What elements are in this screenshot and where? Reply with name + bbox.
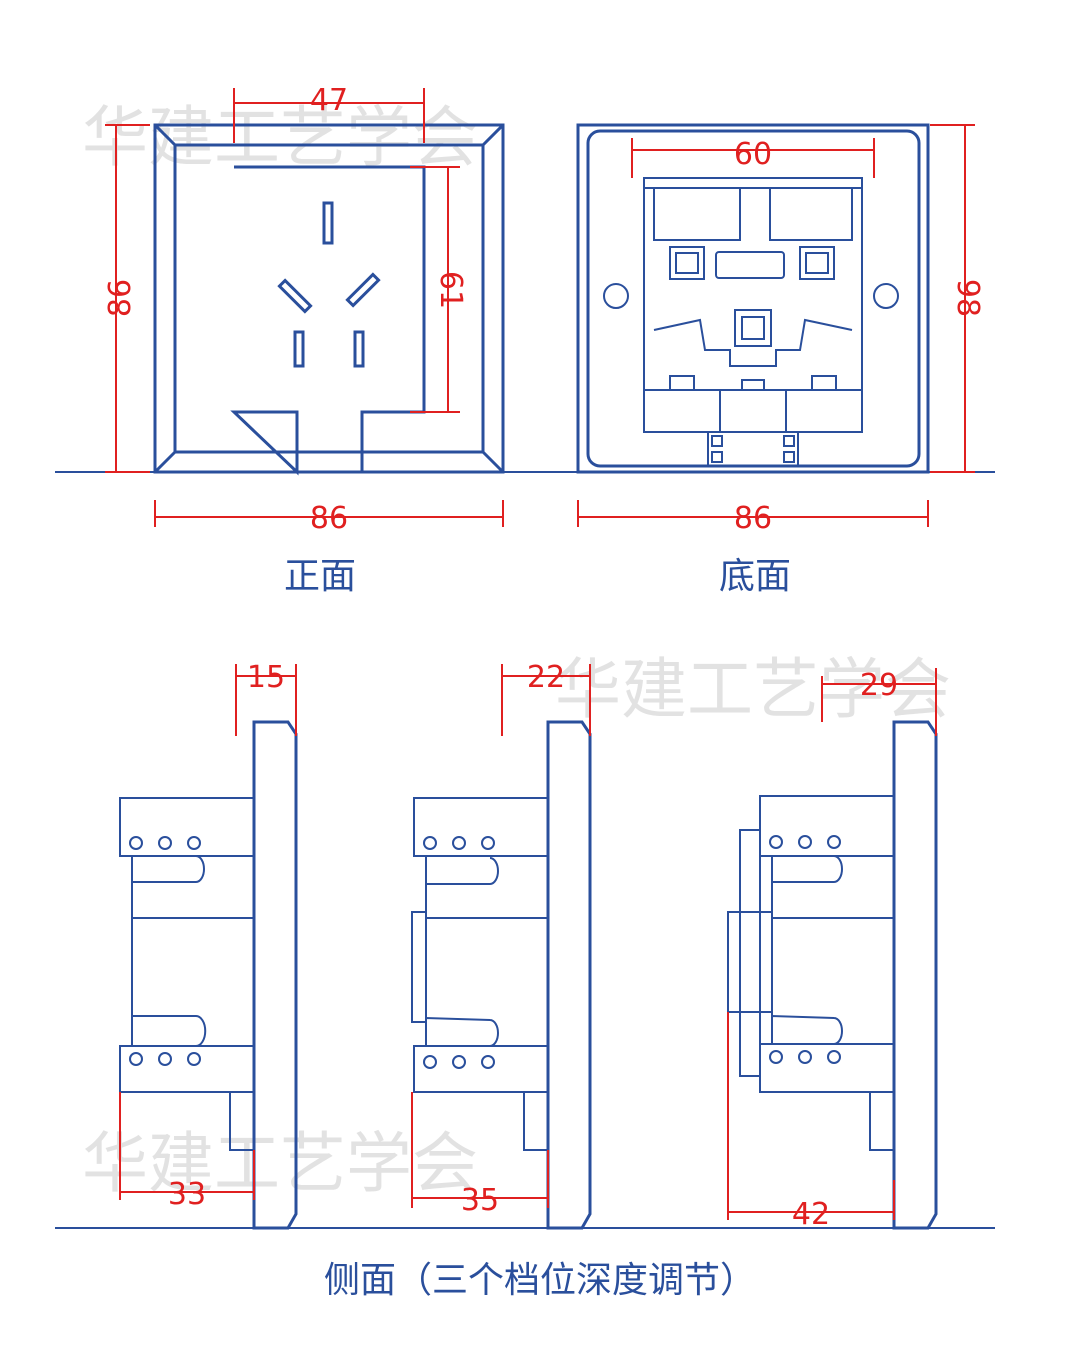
bottom-inner-frame bbox=[586, 129, 921, 468]
bottom-terminal bbox=[707, 431, 799, 467]
bottom-dim-top: 60 bbox=[734, 137, 772, 172]
bottom-view bbox=[576, 123, 930, 474]
side-2-depth-dim: 35 bbox=[461, 1183, 499, 1218]
bottom-dim-height: 98 bbox=[950, 279, 985, 317]
side-3-depth-dim: 42 bbox=[792, 1197, 830, 1232]
watermark-bottom: 华建工艺学会 bbox=[82, 1125, 478, 1202]
angled-pin-slot-left bbox=[277, 278, 313, 314]
side-panel-3 bbox=[892, 720, 938, 1230]
bottom-clip-left bbox=[669, 246, 705, 280]
bottom-center-block bbox=[734, 309, 772, 347]
watermark-top: 华建工艺学会 bbox=[82, 99, 478, 176]
pin-slot-right bbox=[353, 330, 365, 368]
bottom-dimensions: 60 98 86 bbox=[577, 124, 985, 536]
front-dim-top: 47 bbox=[310, 83, 348, 118]
side-view-1 bbox=[119, 720, 298, 1230]
side-dimensions-3: 29 42 bbox=[727, 668, 937, 1232]
bottom-outer-frame bbox=[576, 123, 930, 474]
keyhole-mount-left bbox=[602, 283, 630, 309]
bottom-center-slot bbox=[715, 251, 785, 279]
front-outer-frame bbox=[153, 123, 505, 474]
watermark-middle: 华建工艺学会 bbox=[555, 651, 951, 728]
bottom-dim-width: 86 bbox=[734, 501, 772, 536]
side-3-panel-dim: 29 bbox=[860, 668, 898, 703]
side-2-panel-dim: 22 bbox=[527, 660, 565, 695]
side-view-3 bbox=[727, 720, 938, 1230]
socket-core bbox=[230, 165, 426, 476]
side-1-depth-dim: 33 bbox=[168, 1177, 206, 1212]
bottom-caption: 底面 bbox=[719, 556, 791, 597]
pin-slot-left bbox=[293, 330, 305, 368]
front-inner-frame bbox=[173, 143, 485, 454]
front-dim-inner: 61 bbox=[433, 271, 468, 309]
bottom-clip-right bbox=[799, 246, 835, 280]
front-dim-width: 86 bbox=[310, 501, 348, 536]
side-panel-2 bbox=[546, 720, 592, 1230]
angled-pin-slot-right bbox=[345, 272, 381, 308]
side-1-panel-dim: 15 bbox=[247, 660, 285, 695]
mechanism-body bbox=[643, 177, 863, 433]
side-dimensions-1: 15 33 bbox=[119, 660, 297, 1212]
side-view-2 bbox=[411, 720, 592, 1230]
front-caption: 正面 bbox=[284, 556, 356, 597]
keyhole-mount-right bbox=[872, 283, 900, 309]
front-dim-height: 86 bbox=[103, 279, 138, 317]
side-dimensions-2: 22 35 bbox=[411, 660, 591, 1218]
front-dimensions: 47 86 61 86 bbox=[103, 83, 504, 536]
front-view bbox=[153, 123, 505, 476]
earth-pin-slot bbox=[322, 201, 334, 245]
side-panel-1 bbox=[252, 720, 298, 1230]
side-caption: 侧面（三个档位深度调节） bbox=[324, 1260, 756, 1301]
